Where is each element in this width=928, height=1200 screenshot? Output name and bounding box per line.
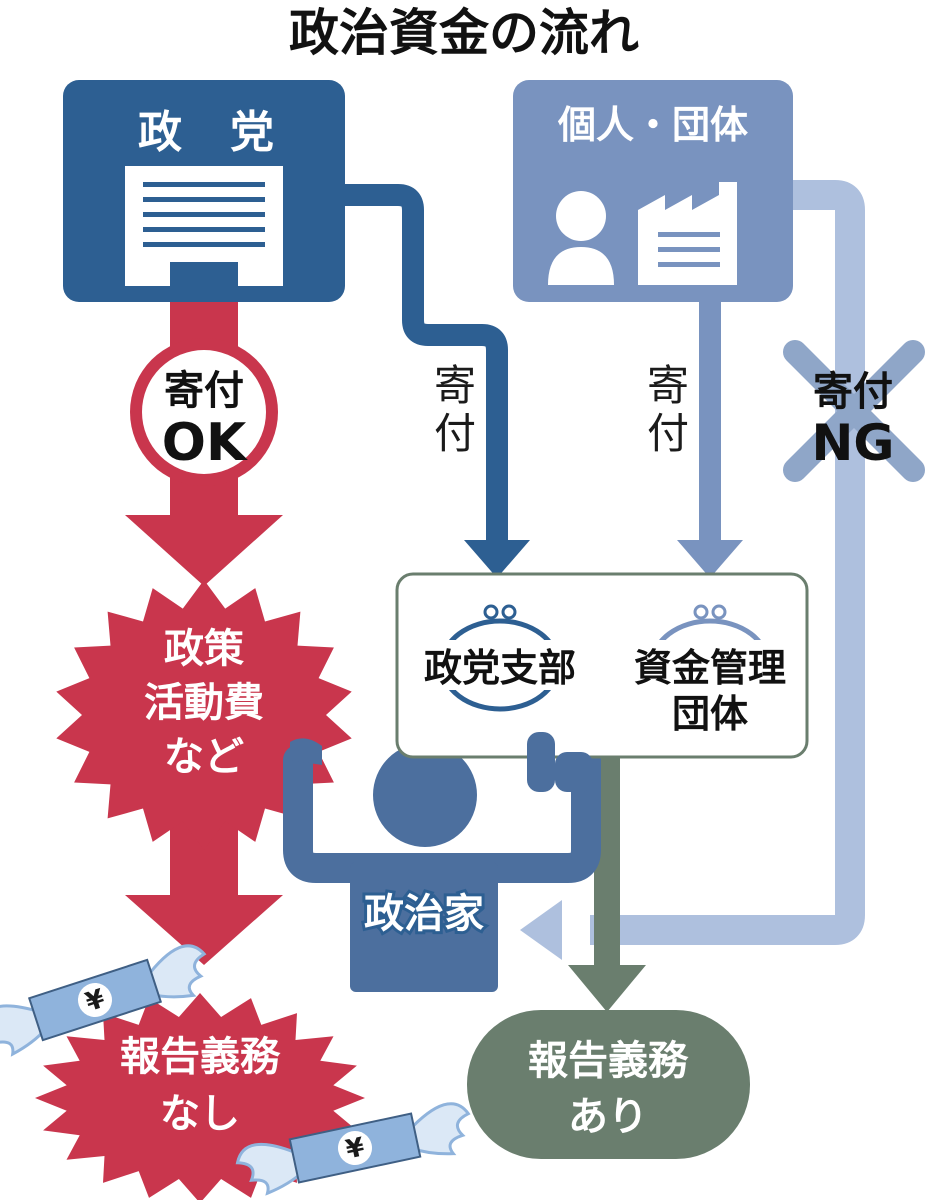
red-flow-arrowhead-bottom — [125, 895, 283, 965]
donation-ok-badge: 寄付 OK — [130, 338, 278, 486]
party-label-char-2: 党 — [230, 107, 274, 158]
fund-group-line-2: 団体 — [672, 692, 748, 736]
policy-funds-line-2: 活動費 — [144, 680, 264, 726]
party-label-char-1: 政 — [138, 107, 182, 158]
person-icon — [548, 191, 614, 285]
donation-ok-line-2: OK — [162, 413, 248, 473]
party-to-branch-arrowhead — [464, 540, 530, 578]
red-flow-arrowhead-top — [125, 515, 283, 586]
diagram-title: 政治資金の流れ — [289, 4, 639, 62]
politician-figure: 政治家 — [283, 737, 601, 992]
report-yes-badge: 報告義務 あり — [467, 1010, 750, 1159]
winged-banknote-icon-bottom: ¥ — [235, 1102, 471, 1196]
factory-icon — [638, 182, 737, 285]
donation-b-char-2: 付 — [647, 409, 689, 458]
coin-purse-icon-fundgroup — [622, 604, 798, 730]
report-none-line-2: なし — [160, 1091, 240, 1137]
donation-ng-line-1: 寄付 — [813, 369, 893, 415]
branch-label: 政党支部 — [424, 646, 576, 690]
donation-a-char-2: 付 — [434, 409, 476, 458]
politician-left-hand — [290, 738, 322, 765]
coin-purse-icon-branch — [430, 604, 570, 712]
report-none-line-1: 報告義務 — [120, 1034, 281, 1080]
policy-funds-burst: 政策 活動費 など — [56, 580, 352, 850]
politician-right-hand — [527, 732, 593, 792]
individuals-label: 個人・団体 — [557, 103, 748, 147]
party-box: 政 党 — [63, 80, 345, 302]
document-building-icon — [125, 166, 283, 286]
cross-x-icon — [783, 340, 925, 482]
policy-funds-line-1: 政策 — [164, 626, 244, 672]
policy-funds-line-3: など — [164, 734, 244, 780]
individuals-box: 個人・団体 — [513, 80, 793, 302]
recipient-frame: 政党支部 資金管理 団体 — [395, 572, 809, 759]
frame-to-report-arrowhead — [568, 965, 646, 1012]
individuals-to-fundgroup-arrowhead — [677, 540, 743, 578]
report-yes-line-2: あり — [568, 1094, 648, 1140]
donation-ng-line-2: NG — [812, 414, 895, 472]
donation-a-char-1: 寄 — [434, 361, 476, 410]
winged-banknote-icon-top: ¥ — [0, 944, 207, 1057]
banknote-yen-bottom: ¥ — [343, 1132, 367, 1165]
politician-label: 政治家 — [364, 891, 484, 937]
donation-ok-line-1: 寄付 — [164, 368, 244, 414]
fund-group-line-1: 資金管理 — [634, 646, 786, 690]
party-to-branch-line — [345, 184, 508, 545]
donation-b-char-1: 寄 — [647, 361, 689, 410]
report-yes-line-1: 報告義務 — [528, 1038, 689, 1084]
ng-route-arrowhead — [520, 900, 562, 960]
ng-route-line — [590, 180, 865, 945]
